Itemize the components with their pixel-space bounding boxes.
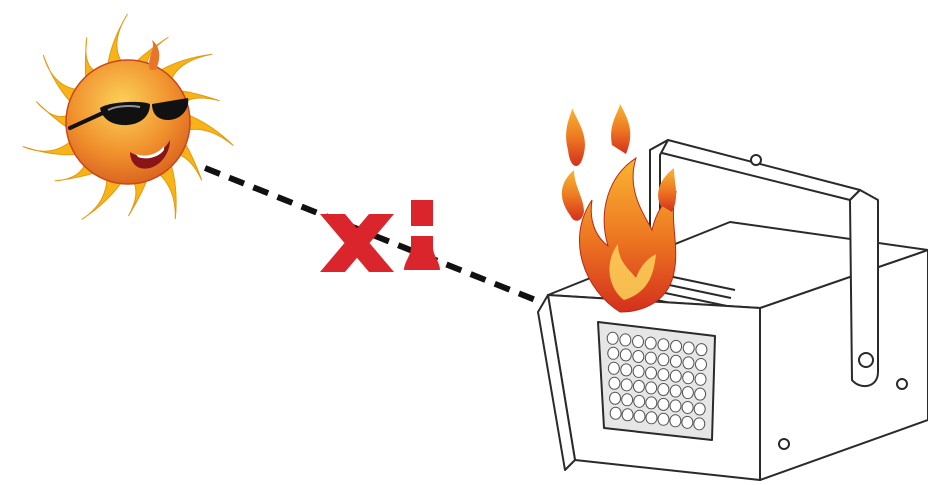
led-bulb [682, 371, 695, 385]
led-bulb [657, 397, 670, 411]
led-bulb [682, 341, 695, 355]
led-bulb [645, 411, 658, 425]
led-bulb [645, 381, 658, 395]
led-bulb [681, 415, 694, 429]
led-bulb [621, 393, 634, 407]
led-bulb [621, 408, 634, 422]
led-bulb [681, 400, 694, 414]
led-bulb [693, 402, 706, 416]
sun-ray [106, 13, 128, 71]
screw [778, 438, 790, 450]
led-bulb [633, 409, 646, 423]
led-bulb [669, 369, 682, 383]
led-bulb [644, 336, 657, 350]
led-bulb [633, 394, 646, 408]
led-bulb [694, 372, 707, 386]
sunglasses-icon [68, 98, 189, 130]
led-bulb [632, 379, 645, 393]
led-bulb [645, 396, 658, 410]
led-bulb [669, 414, 682, 428]
led-bulb [681, 386, 694, 400]
sun-ray [81, 173, 126, 220]
screw [896, 378, 908, 390]
sun-ray [182, 112, 234, 146]
bracket-knob [858, 352, 874, 368]
led-bulb [644, 351, 657, 365]
led-bulb [632, 364, 645, 378]
led-bulb [620, 378, 633, 392]
led-bulb [632, 335, 645, 349]
led-bulb [609, 391, 622, 405]
sun-icon [22, 13, 234, 220]
led-bulb [669, 399, 682, 413]
led-bulb [669, 354, 682, 368]
sun-tuft [149, 40, 160, 70]
led-bulb [695, 343, 708, 357]
led-bulb [620, 363, 633, 377]
flame-icon [561, 104, 677, 313]
led-bulb [657, 368, 670, 382]
cross-icon [320, 214, 394, 272]
led-bulb [694, 387, 707, 401]
led-bulb [619, 333, 632, 347]
led-bulb [609, 406, 622, 420]
led-bulb [657, 412, 670, 426]
led-bulb [608, 376, 621, 390]
bracket-hole [750, 154, 762, 166]
bracket-top [649, 139, 861, 201]
sun-ray [22, 137, 83, 156]
led-bulb [607, 361, 620, 375]
exclamation-icon [404, 200, 440, 270]
bracket-right [849, 189, 879, 388]
dashed-sunlight-path [203, 165, 550, 308]
led-bulb [657, 338, 670, 352]
led-bulb [694, 357, 707, 371]
led-bulb [619, 348, 632, 362]
led-bulb [670, 339, 683, 353]
led-bulb [607, 346, 620, 360]
led-bulb [657, 382, 670, 396]
strobe-light-icon [537, 139, 928, 481]
led-bulb [632, 349, 645, 363]
led-bulb [669, 384, 682, 398]
led-bulb [682, 356, 695, 370]
led-bulb [645, 366, 658, 380]
device-visor [537, 294, 576, 471]
led-bulb [657, 353, 670, 367]
sun-mouth [130, 140, 170, 169]
led-grid [606, 331, 708, 431]
led-bulb [693, 417, 706, 431]
led-bulb [606, 331, 619, 345]
